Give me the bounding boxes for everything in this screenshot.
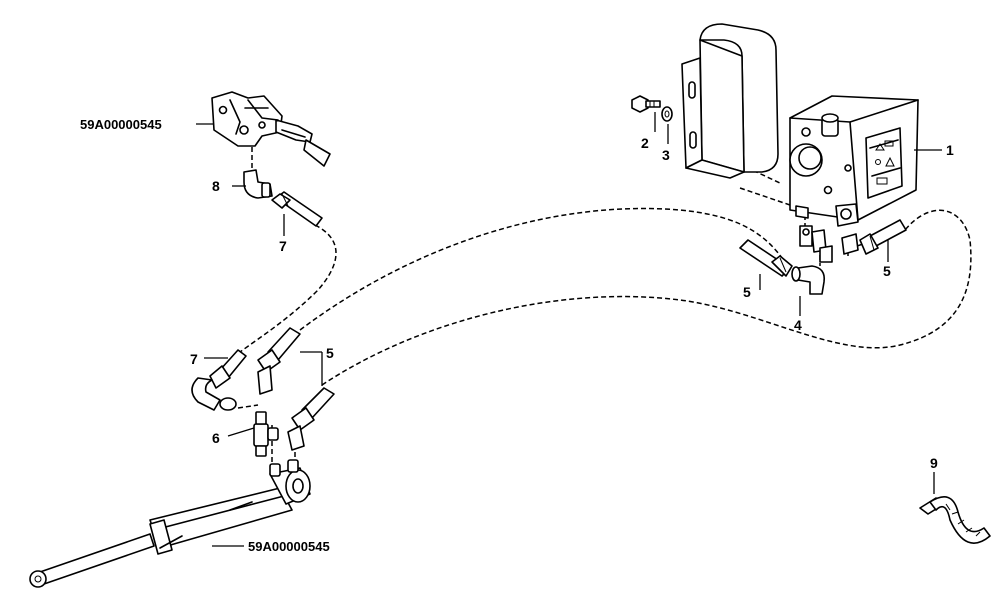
label-part-5-right: 5 — [883, 263, 891, 279]
hose-end-7-top — [271, 191, 323, 227]
label-part-1: 1 — [946, 142, 954, 158]
tee-fitting-6 — [253, 411, 279, 457]
label-ref-bottom: 59A00000545 — [248, 539, 330, 554]
control-box-1 — [789, 95, 919, 227]
label-part-6: 6 — [212, 430, 220, 446]
hose-end-7-lower — [191, 349, 247, 411]
label-part-3: 3 — [662, 147, 670, 163]
band-clamp-9 — [919, 496, 991, 544]
hose-end-5-right — [859, 219, 907, 255]
label-part-7-top: 7 — [279, 238, 287, 254]
label-part-2: 2 — [641, 135, 649, 151]
leader-lines — [196, 112, 942, 547]
label-part-4: 4 — [794, 317, 802, 333]
elbow-fitting-4 — [791, 265, 826, 295]
latch-valve-assembly — [211, 91, 331, 167]
label-ref-top: 59A00000545 — [80, 117, 162, 132]
hose-end-5-left-lower — [287, 387, 335, 451]
label-part-5-left: 5 — [326, 345, 334, 361]
part-labels: 59A00000545 8 7 2 3 1 5 4 5 7 5 6 59A000… — [80, 117, 954, 554]
label-part-7-lower: 7 — [190, 351, 198, 367]
hose-routes — [237, 139, 972, 462]
elbow-fitting-8 — [243, 169, 273, 199]
hydraulic-cylinder — [29, 459, 311, 588]
label-part-5-center: 5 — [743, 284, 751, 300]
hose-end-5-left-upper — [257, 327, 301, 395]
label-part-9: 9 — [930, 455, 938, 471]
mounting-bracket — [681, 23, 779, 179]
box-fittings — [799, 225, 859, 263]
bolt-2 — [631, 95, 661, 113]
nut-3 — [661, 106, 673, 122]
hose-end-5-center — [739, 239, 793, 277]
label-part-8: 8 — [212, 178, 220, 194]
